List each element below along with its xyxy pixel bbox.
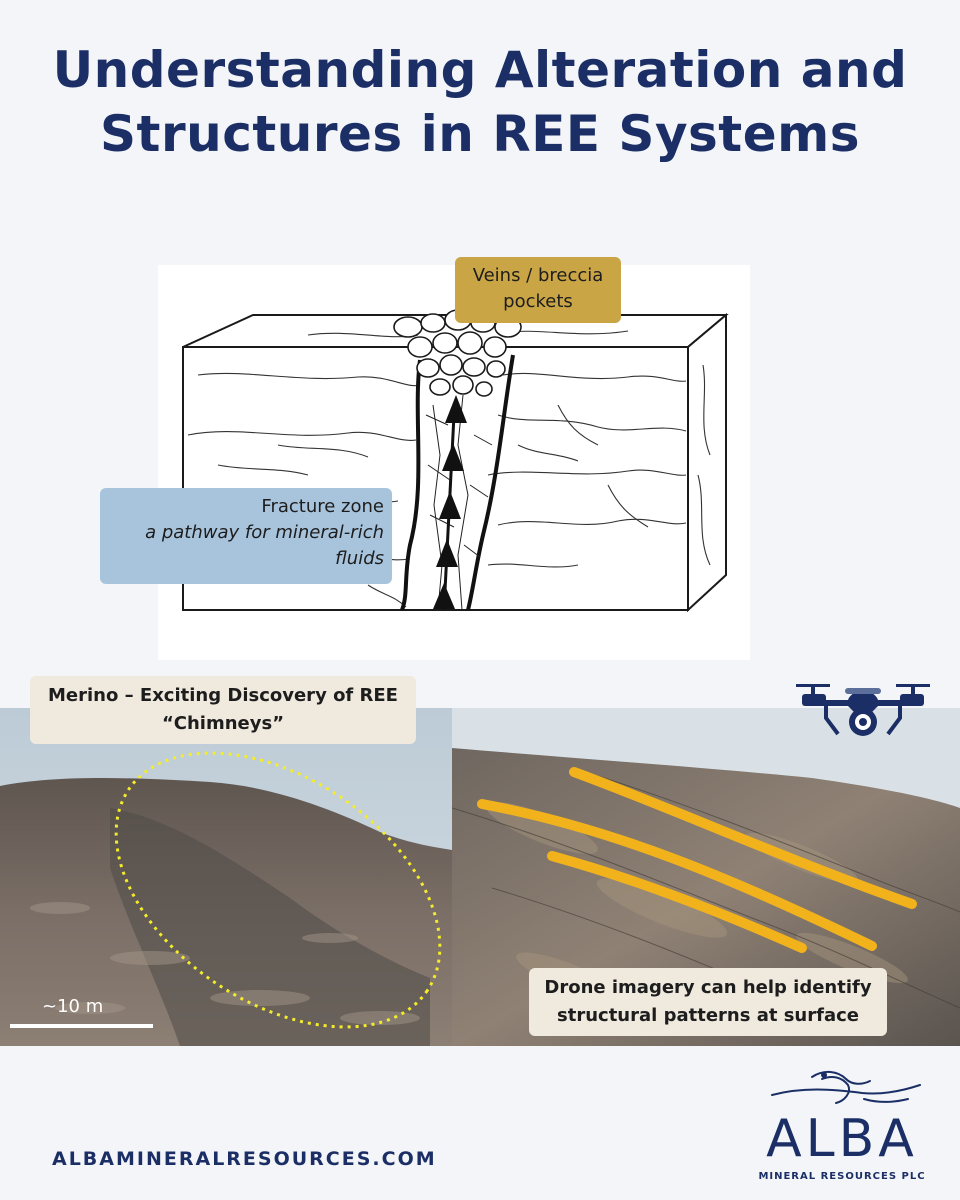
title-line-1: Understanding Alteration and	[52, 41, 908, 99]
merino-discovery-label: Merino – Exciting Discovery of REE “Chim…	[30, 676, 416, 744]
merino-hillside-photo	[0, 708, 452, 1046]
scale-label: ~10 m	[42, 996, 104, 1017]
alba-bird-logo-icon	[771, 1071, 921, 1104]
drone-label-line-2: structural patterns at surface	[557, 1005, 859, 1026]
veins-callout-line-2: pockets	[503, 291, 573, 312]
title-line-2: Structures in REE Systems	[100, 105, 860, 163]
merino-label-line-2: “Chimneys”	[161, 713, 285, 734]
fracture-callout-sub-2: fluids	[335, 548, 384, 569]
fracture-zone-callout: Fracture zone a pathway for mineral-rich…	[100, 488, 392, 584]
fracture-block-diagram	[158, 265, 750, 660]
logo-subtitle: MINERAL RESOURCES PLC	[758, 1171, 926, 1182]
drone-label-line-1: Drone imagery can help identify	[544, 977, 872, 998]
website-link[interactable]: ALBAMINERALRESOURCES.COM	[52, 1148, 437, 1170]
drone-imagery-label: Drone imagery can help identify structur…	[529, 968, 887, 1036]
fracture-callout-title: Fracture zone	[261, 496, 384, 517]
chimney-outline	[114, 751, 442, 1029]
merino-label-line-1: Merino – Exciting Discovery of REE	[48, 685, 398, 706]
scale-bar	[10, 1024, 153, 1028]
logo-wordmark: ALBA	[766, 1109, 918, 1169]
veins-callout-line-1: Veins / breccia	[472, 265, 604, 286]
block-diagram-drawing	[182, 309, 729, 613]
alba-logo: ALBA MINERAL RESOURCES PLC	[752, 1063, 932, 1193]
drone-icon	[796, 684, 930, 736]
fracture-callout-sub-1: a pathway for mineral-rich	[145, 522, 384, 543]
veins-breccia-callout: Veins / breccia pockets	[455, 257, 621, 323]
vein-highlights	[477, 767, 917, 953]
arrow-up-icon	[433, 395, 467, 611]
page-title: Understanding Alteration and Structures …	[0, 38, 960, 166]
